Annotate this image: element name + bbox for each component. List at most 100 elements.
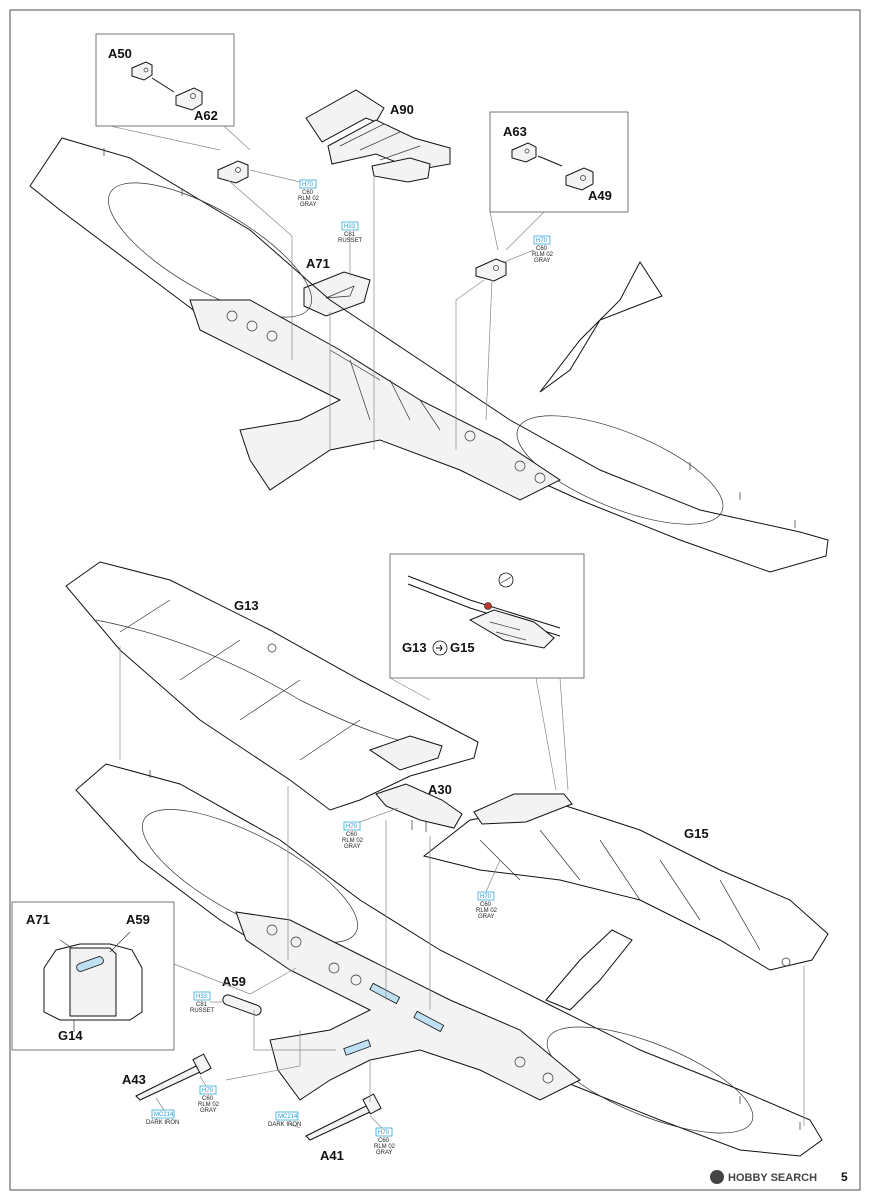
part-a50 — [131, 61, 153, 81]
callout-c8: MC214 DARK IRON — [146, 1097, 179, 1126]
leader-a63-install — [455, 279, 485, 450]
lower-wing-top — [29, 137, 829, 573]
inset-drawing-g14 — [43, 931, 143, 1032]
svg-text:GRAY: GRAY — [344, 844, 361, 850]
detail-label-g13: G13 — [402, 640, 427, 655]
arrow-a50-a62 — [151, 77, 175, 93]
svg-text:C60: C60 — [346, 832, 358, 838]
svg-text:C81: C81 — [196, 1002, 208, 1008]
inset-label-a71: A71 — [26, 912, 50, 927]
callout-c10: H70 C60 RLM 02 GRAY — [369, 1115, 396, 1156]
svg-text:GRAY: GRAY — [300, 202, 317, 208]
label-a90: A90 — [390, 102, 414, 117]
svg-text:H70: H70 — [536, 238, 548, 244]
callout-c3: H70 C60 RLM 02 GRAY — [503, 235, 554, 264]
svg-text:GRAY: GRAY — [534, 258, 551, 264]
label-g15: G15 — [684, 826, 709, 841]
part-g15-fitting — [473, 793, 573, 825]
svg-text:H70: H70 — [378, 1130, 390, 1136]
leader-a43 — [225, 1030, 301, 1081]
part-a71 — [303, 271, 371, 317]
svg-text:RUSSET: RUSSET — [190, 1008, 215, 1014]
leader-a50-box — [109, 125, 251, 151]
part-a30 — [375, 783, 463, 832]
label-a30: A30 — [428, 782, 452, 797]
inset-box-a63-a49 — [489, 111, 629, 213]
page-frame — [9, 9, 861, 1191]
part-a63 — [511, 142, 537, 163]
callout-c6: H33 C81 RUSSET — [190, 991, 222, 1014]
detail-drawing — [407, 572, 561, 656]
svg-text:MC214: MC214 — [154, 1112, 174, 1118]
svg-text:HOBBY SEARCH: HOBBY SEARCH — [728, 1172, 817, 1184]
svg-text:DARK IRON: DARK IRON — [146, 1120, 179, 1126]
part-a90 — [305, 89, 451, 183]
part-a49 — [565, 167, 594, 191]
svg-text:MC214: MC214 — [278, 1114, 298, 1120]
svg-text:C81: C81 — [344, 232, 356, 238]
arrow-a63-a49 — [537, 155, 563, 167]
svg-text:RLM 02: RLM 02 — [342, 838, 364, 844]
label-a59: A59 — [222, 974, 246, 989]
part-g13-fitting — [368, 735, 443, 771]
svg-text:H33: H33 — [196, 994, 208, 1000]
callout-c1: H70 C60 RLM 02 GRAY — [249, 169, 320, 208]
highlight-strip-2 — [413, 1010, 445, 1033]
leader-a63-box — [489, 211, 545, 251]
inset-box-a50-a62 — [95, 33, 235, 127]
detail-label-g15: G15 — [450, 640, 475, 655]
svg-text:C60: C60 — [536, 246, 548, 252]
svg-text:RLM 02: RLM 02 — [374, 1144, 396, 1150]
inset-label-g14: G14 — [58, 1028, 83, 1043]
callout-c5: H70 C60 RLM 02 GRAY — [476, 859, 501, 920]
upper-wing-g15 — [422, 803, 829, 971]
part-a41 — [305, 1093, 382, 1141]
svg-text:RLM 02: RLM 02 — [532, 252, 554, 258]
label-a62: A62 — [194, 108, 218, 123]
label-a49: A49 — [588, 188, 612, 203]
leader-a59 — [253, 1010, 336, 1051]
svg-text:GRAY: GRAY — [478, 914, 495, 920]
part-a43 — [135, 1053, 212, 1101]
label-a50: A50 — [108, 46, 132, 61]
svg-text:H33: H33 — [344, 224, 356, 230]
svg-text:GRAY: GRAY — [376, 1150, 393, 1156]
svg-text:RLM 02: RLM 02 — [476, 908, 498, 914]
highlight-strip-3 — [343, 1039, 372, 1056]
leader-detail — [389, 677, 569, 791]
svg-text:H70: H70 — [480, 894, 492, 900]
svg-text:GRAY: GRAY — [200, 1108, 217, 1114]
part-a62 — [175, 87, 203, 111]
part-a63-installed — [475, 258, 507, 282]
callout-c4: H70 C60 RLM 02 GRAY — [342, 807, 399, 850]
svg-text:RUSSET: RUSSET — [338, 238, 363, 244]
callout-c9: MC214 DARK IRON — [268, 1111, 301, 1129]
label-a71: A71 — [306, 256, 330, 271]
svg-text:C60: C60 — [202, 1096, 214, 1102]
marker-dot — [484, 602, 492, 610]
svg-text:C60: C60 — [378, 1138, 390, 1144]
label-g13: G13 — [234, 598, 259, 613]
callout-c2: H33 C81 RUSSET — [338, 221, 363, 276]
svg-text:C60: C60 — [480, 902, 492, 908]
part-a62-installed — [217, 160, 249, 184]
leader-a63-install-2 — [485, 279, 493, 421]
svg-text:H70: H70 — [346, 824, 358, 830]
svg-text:H70: H70 — [302, 182, 314, 188]
svg-text:H70: H70 — [202, 1088, 214, 1094]
highlight-strip-1 — [369, 982, 401, 1005]
callout-c7: H70 C60 RLM 02 GRAY — [198, 1075, 220, 1114]
leader-a62-install — [227, 179, 293, 360]
svg-text:DARK IRON: DARK IRON — [268, 1122, 301, 1128]
svg-text:RLM 02: RLM 02 — [198, 1102, 220, 1108]
watermark-logo-icon — [710, 1170, 724, 1184]
leader-inset — [173, 963, 297, 995]
label-a41: A41 — [320, 1148, 344, 1163]
page-number: 5 — [841, 1170, 848, 1184]
svg-text:C60: C60 — [302, 190, 314, 196]
label-a63: A63 — [503, 124, 527, 139]
label-a43: A43 — [122, 1072, 146, 1087]
inset-label-a59: A59 — [126, 912, 150, 927]
